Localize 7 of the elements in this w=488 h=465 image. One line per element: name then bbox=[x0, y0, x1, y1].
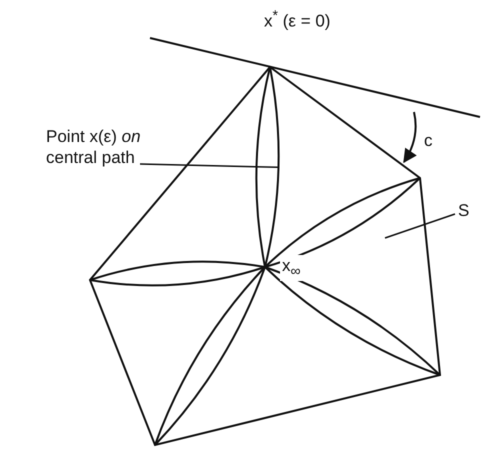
central-path-curve bbox=[264, 66, 280, 268]
optimum-label: x$^{*}$ (ε = 0) bbox=[262, 8, 332, 32]
leader-line bbox=[140, 163, 279, 168]
callout-text: Point x(ε) on central path bbox=[46, 126, 156, 168]
region-label: S bbox=[458, 200, 474, 222]
leader-line bbox=[384, 213, 456, 239]
analytic-center-label: x$_{∞}$ bbox=[280, 255, 303, 282]
